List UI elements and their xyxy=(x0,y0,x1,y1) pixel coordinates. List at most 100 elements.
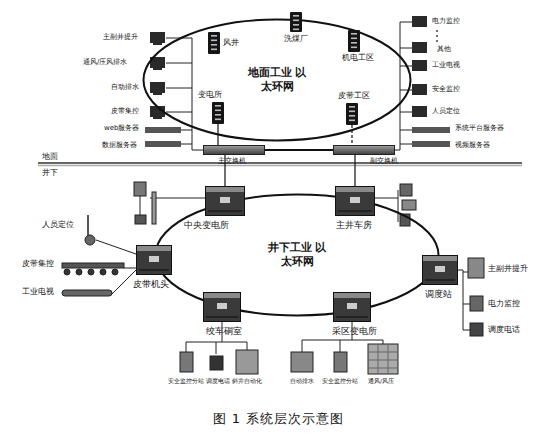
node-label: 皮带机头 xyxy=(133,279,169,291)
cabinet-top xyxy=(423,256,457,261)
figure-caption: 图 1 系统层次示意图 xyxy=(0,410,557,428)
roller xyxy=(76,269,82,275)
device-stand xyxy=(152,192,156,224)
cabinet-face xyxy=(336,187,374,215)
switch-icon: 洗煤厂 xyxy=(290,12,302,32)
main-switch: 副交换机 xyxy=(333,145,395,155)
port xyxy=(215,114,221,116)
connector-line xyxy=(354,155,355,186)
cabinet-face xyxy=(423,256,457,284)
switch-cabinet: 绞车硐室 xyxy=(203,292,241,322)
device-label: 主副井提升 xyxy=(488,264,528,273)
device-label: 其他 xyxy=(437,45,451,53)
port xyxy=(215,105,221,107)
switch-cabinet: 皮带机头 xyxy=(136,245,172,275)
port xyxy=(351,33,357,35)
cabinet-window xyxy=(217,303,227,309)
cabinet-window xyxy=(149,256,159,262)
monitor-icon xyxy=(150,32,165,43)
fan-cabinet xyxy=(368,344,398,374)
monitor-stand xyxy=(153,117,162,119)
cabinet-stripes xyxy=(368,344,398,374)
device-label: 调度电话 xyxy=(206,378,230,385)
device-label: 视频服务器 xyxy=(455,141,490,149)
port xyxy=(351,42,357,44)
device-label: 皮带集控 xyxy=(22,259,54,268)
ring-network-ellipse: 井下工业 以太环网 xyxy=(154,193,440,317)
wire xyxy=(458,270,470,330)
cabinet-face xyxy=(137,246,171,274)
device-label: 安全监控分站 xyxy=(168,378,204,385)
device-icon xyxy=(135,215,146,224)
node-label: 采区变电所 xyxy=(332,326,377,338)
device-label: web服务器 xyxy=(104,124,139,132)
monitor-station-icon xyxy=(180,352,193,372)
node-label: 中央变电所 xyxy=(184,220,229,232)
device-label: 井下 xyxy=(42,168,58,177)
cabinet-base xyxy=(425,279,455,281)
device-label: 调度电话 xyxy=(488,325,520,334)
connector-line xyxy=(217,124,218,145)
ground-shade xyxy=(38,165,522,167)
port xyxy=(349,120,355,122)
surface-right-devices xyxy=(412,16,450,147)
cabinet-top xyxy=(206,187,244,192)
device-label: 安全监控 xyxy=(432,85,460,93)
ellipsis-dot xyxy=(436,40,438,42)
device-label: 皮带集控 xyxy=(111,107,139,115)
ellipsis-dot xyxy=(436,30,438,32)
device-label: 主副井提升 xyxy=(103,33,138,41)
device-label: 人员定位 xyxy=(432,107,460,115)
roller xyxy=(112,269,118,275)
server-icon xyxy=(145,127,181,133)
node-label: 皮带工区 xyxy=(338,91,370,101)
connector-line xyxy=(265,149,333,151)
node-label: 地面工业 以太环网 xyxy=(247,66,307,95)
cabinet-window xyxy=(435,266,445,272)
device-label: 电力监控 xyxy=(488,299,520,308)
ring-network-ellipse: 地面工业 以太环网 xyxy=(142,18,412,142)
device-label: 通风/风压 xyxy=(368,378,394,385)
switch-cabinet: 调度站 xyxy=(422,255,458,285)
main-switch: 主交换机 xyxy=(203,145,265,155)
monitor-icon xyxy=(412,60,427,71)
cabinet-top xyxy=(334,293,370,298)
node-label: 绞车硐室 xyxy=(206,326,242,338)
port xyxy=(215,110,221,112)
port xyxy=(293,29,299,31)
server-icon xyxy=(412,127,450,133)
monitor-station-icon xyxy=(334,352,347,372)
camera-icon xyxy=(62,290,112,296)
hoist-icon xyxy=(468,258,484,278)
device-icon xyxy=(134,182,146,196)
wire xyxy=(186,322,247,354)
device-label: 系统平台服务器 xyxy=(455,124,504,132)
automation-photo xyxy=(236,350,258,374)
device-label: 地面 xyxy=(42,152,58,161)
locator-reel xyxy=(85,235,95,245)
port xyxy=(211,44,217,46)
cabinet-window xyxy=(220,197,230,203)
monitor-icon xyxy=(412,16,427,27)
switch-ports xyxy=(348,30,360,52)
node-label: 主交换机 xyxy=(218,157,246,166)
device-label: 斜井自动化 xyxy=(232,378,262,385)
switch-ports xyxy=(208,32,220,54)
node-label: 调度站 xyxy=(425,289,452,301)
switch-ports xyxy=(212,102,224,124)
switch-cabinet: 中央变电所 xyxy=(205,186,245,216)
ellipsis-dot xyxy=(436,35,438,37)
district-substation-devices xyxy=(291,322,398,374)
port xyxy=(293,20,299,22)
switch-icon: 变电所 xyxy=(212,102,224,124)
roller xyxy=(100,269,106,275)
port xyxy=(211,40,217,42)
central-substation-devices xyxy=(134,182,205,224)
device-icon xyxy=(402,200,416,210)
switch-cabinet: 主井车房 xyxy=(335,186,375,216)
port xyxy=(211,49,217,51)
device-label: 自动排水 xyxy=(290,378,314,385)
switch-icon: 皮带工区 xyxy=(346,103,358,125)
ground-line xyxy=(38,163,522,166)
node-label: 主井车房 xyxy=(336,220,372,232)
